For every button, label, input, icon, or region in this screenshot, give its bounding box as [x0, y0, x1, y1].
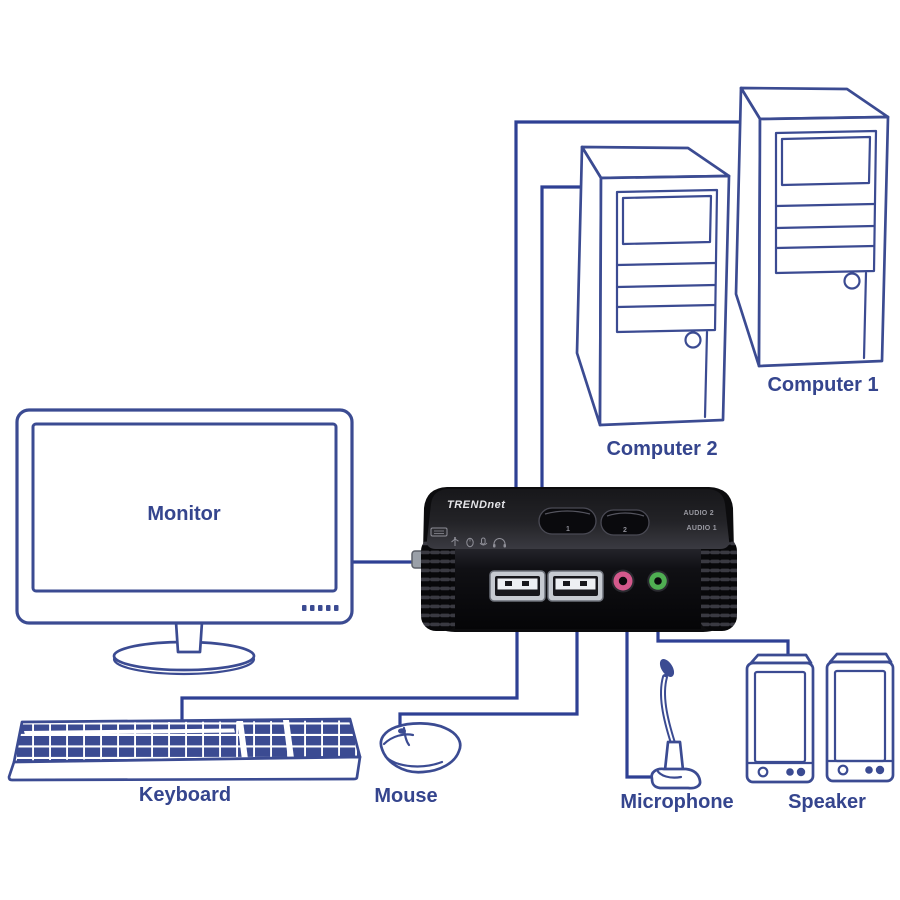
microphone-capsule: [659, 659, 675, 677]
keyboard-icon: [430, 527, 448, 537]
cable-kvm-to-microphone: [625, 598, 658, 779]
cable-kvm-to-computer2: [540, 185, 586, 507]
speaker-right: [825, 652, 895, 783]
kvm-switch: TRENDnet 1 2 AUDIO 2 AUDIO 1: [411, 487, 737, 632]
monitor-control-buttons: [302, 605, 339, 611]
cables: [180, 120, 790, 779]
keyboard-keys: [12, 717, 362, 764]
computer-2-label: Computer 2: [606, 438, 717, 460]
speaker-left: [745, 653, 815, 784]
monitor-screen: [31, 422, 338, 593]
tower-power-button: [843, 272, 861, 290]
kvm-audio1-label: AUDIO 1: [687, 525, 718, 532]
cable-kvm-to-mouse: [398, 593, 579, 732]
kvm-usb-port-1: [489, 570, 546, 602]
kvm-port-icons: [430, 527, 506, 548]
kvm-audio2-label: AUDIO 2: [684, 510, 715, 517]
usb-icon: [451, 537, 459, 546]
kvm-rib-right: [699, 536, 737, 631]
svg-text:2: 2: [623, 527, 627, 534]
headphones-icon: [493, 538, 506, 548]
mouse-icon: [466, 537, 474, 548]
keyboard-front-edge: [7, 755, 362, 782]
tower-power-button: [684, 331, 702, 349]
speaker-knob: [757, 766, 769, 778]
monitor-stand: [174, 620, 204, 654]
kvm-brand-logo: TRENDnet: [447, 499, 506, 511]
kvm-select-button-1: 1: [538, 507, 597, 535]
speaker-knob: [837, 764, 849, 776]
keyboard-label: Keyboard: [139, 784, 231, 806]
kvm-select-button-2: 2: [600, 509, 650, 536]
microphone-stem: [663, 740, 685, 772]
cable-kvm-to-computer1: [514, 120, 746, 507]
computer-1-label: Computer 1: [767, 374, 878, 396]
mouse: Mouse: [374, 722, 462, 807]
computer-1-tower: [734, 86, 890, 368]
mouse-label: Mouse: [374, 785, 437, 807]
microphone-label: Microphone: [620, 791, 733, 813]
computer-2-tower: [575, 145, 731, 427]
speaker-label: Speaker: [788, 791, 866, 813]
cable-kvm-to-keyboard: [180, 593, 519, 723]
kvm-headphone-jack: [647, 570, 669, 592]
svg-text:1: 1: [566, 526, 570, 533]
keyboard: Keyboard: [7, 717, 362, 806]
monitor: Monitor: [15, 408, 354, 676]
mouse-scroll-wheel: [398, 728, 406, 734]
kvm-mic-jack: [611, 569, 635, 593]
monitor-frame: [15, 408, 354, 625]
microphone: Microphone: [620, 659, 734, 813]
monitor-label: Monitor: [147, 503, 221, 525]
kvm-usb-port-2: [547, 570, 604, 602]
mic-icon: [479, 537, 488, 546]
kvm-rib-left: [421, 536, 459, 631]
